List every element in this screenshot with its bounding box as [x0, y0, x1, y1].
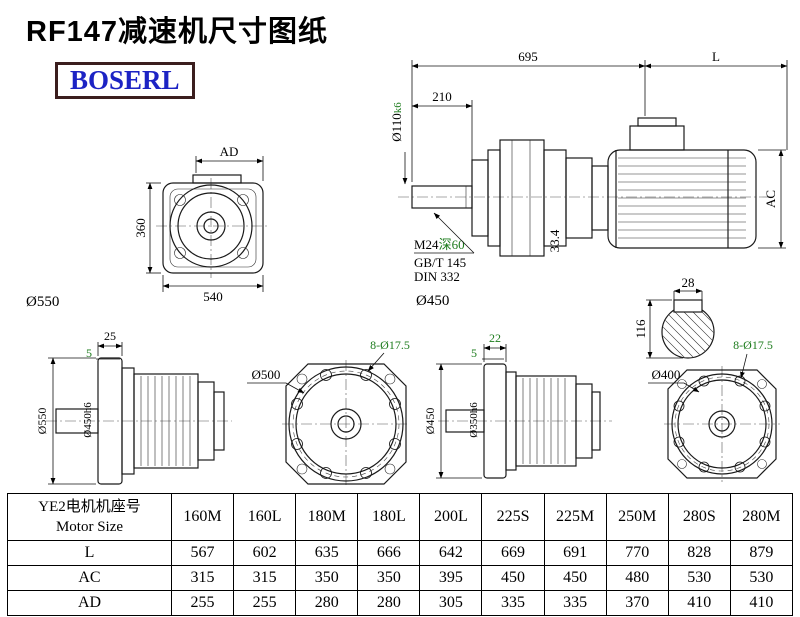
motor-size-table-wrap: YE2电机机座号 Motor Size 160M 160L 180M 180L …	[7, 493, 794, 616]
label-d450: Ø450	[416, 293, 449, 309]
dim-d550: Ø550	[35, 408, 49, 435]
cell: 395	[419, 565, 483, 591]
dim-360: 360	[133, 218, 148, 238]
view-bottom-right-side: 22 5 Ø450 Ø350h6	[423, 331, 612, 479]
table-header-row: YE2电机机座号 Motor Size 160M 160L 180M 180L …	[7, 493, 794, 541]
view-bottom-left-side: 25 5 Ø550 Ø450h6	[35, 329, 232, 485]
dim-d400: Ø400	[652, 367, 681, 382]
label-din332: DIN 332	[414, 269, 460, 284]
col-header: 280M	[729, 493, 794, 541]
row-label: L	[7, 540, 172, 566]
col-header: 160M	[170, 493, 235, 541]
view-top-side: 695 L 210 Ø110k6 M24深60 GB/T 145 DIN 332…	[389, 49, 788, 309]
cell: 635	[295, 540, 359, 566]
view-bottom-right-front: 8-Ø17.5 Ø400	[648, 338, 780, 482]
dim-22: 22	[489, 331, 501, 345]
col-header: 180L	[357, 493, 421, 541]
cell: 567	[170, 540, 235, 566]
cell: 530	[729, 565, 794, 591]
cell: 350	[357, 565, 421, 591]
header-cn: YE2电机机座号	[38, 499, 141, 515]
dim-L: L	[712, 49, 720, 64]
cell: 335	[481, 590, 545, 616]
table-header-title: YE2电机机座号 Motor Size	[7, 493, 172, 541]
table-row-L: L 567 602 635 666 642 669 691 770 828 87…	[7, 540, 794, 566]
dim-shaft-dia: Ø110k6	[389, 102, 404, 142]
col-header: 280S	[667, 493, 731, 541]
table-row-AC: AC 315 315 350 350 395 450 450 480 530 5…	[7, 565, 794, 591]
dim-tap: M24深60	[414, 237, 465, 252]
dim-ac: AC	[763, 190, 778, 208]
cell: 315	[233, 565, 297, 591]
cell: 828	[667, 540, 731, 566]
header-en: Motor Size	[55, 519, 124, 535]
view-bottom-left-front: 8-Ø17.5 Ø500	[247, 338, 410, 488]
row-label: AD	[7, 590, 172, 616]
cell: 315	[170, 565, 235, 591]
boserl-logo: BOSERL	[55, 62, 195, 99]
dim-ad: AD	[220, 144, 239, 159]
cell: 480	[605, 565, 669, 591]
table-row-AD: AD 255 255 280 280 305 335 335 370 410 4…	[7, 590, 794, 616]
motor-size-table: YE2电机机座号 Motor Size 160M 160L 180M 180L …	[7, 493, 794, 616]
cell: 335	[543, 590, 607, 616]
dim-28: 28	[682, 275, 695, 290]
dim-695: 695	[518, 49, 538, 64]
col-header: 250M	[605, 493, 669, 541]
cell: 879	[729, 540, 794, 566]
cell: 370	[605, 590, 669, 616]
view-key-section: 28 116	[633, 275, 715, 359]
dim-116: 116	[633, 319, 648, 339]
dim-5a: 5	[86, 346, 92, 360]
cell: 350	[295, 565, 359, 591]
cell: 770	[605, 540, 669, 566]
cell: 410	[667, 590, 731, 616]
col-header: 200L	[419, 493, 483, 541]
dim-d450b: Ø450	[423, 408, 437, 435]
cell: 530	[667, 565, 731, 591]
cell: 642	[419, 540, 483, 566]
dim-210: 210	[432, 89, 452, 104]
cell: 691	[543, 540, 607, 566]
cell: 669	[481, 540, 545, 566]
row-label: AC	[7, 565, 172, 591]
cell: 666	[357, 540, 421, 566]
cell: 450	[543, 565, 607, 591]
dim-holes-br: 8-Ø17.5	[733, 338, 773, 352]
dim-5b: 5	[471, 346, 477, 360]
col-header: 180M	[295, 493, 359, 541]
dim-d500: Ø500	[252, 367, 281, 382]
label-gbt145: GB/T 145	[414, 255, 466, 270]
page-title: RF147减速机尺寸图纸	[26, 16, 329, 48]
view-top-front: AD 360 540 Ø550	[26, 144, 268, 310]
col-header: 225M	[543, 493, 607, 541]
cell: 602	[233, 540, 297, 566]
cell: 280	[295, 590, 359, 616]
dim-25: 25	[104, 329, 116, 343]
dim-33-4: 33.4	[547, 229, 562, 252]
dim-holes-bl: 8-Ø17.5	[370, 338, 410, 352]
label-d550: Ø550	[26, 294, 59, 310]
cell: 280	[357, 590, 421, 616]
dim-d350h6: Ø350h6	[468, 402, 480, 438]
cell: 255	[170, 590, 235, 616]
cell: 410	[729, 590, 794, 616]
cell: 255	[233, 590, 297, 616]
dim-540: 540	[203, 289, 223, 304]
technical-drawing: AD 360 540 Ø550 695 L	[26, 49, 788, 488]
col-header: 225S	[481, 493, 545, 541]
col-header: 160L	[233, 493, 297, 541]
dim-d450h6: Ø450h6	[82, 402, 94, 438]
cell: 450	[481, 565, 545, 591]
cell: 305	[419, 590, 483, 616]
